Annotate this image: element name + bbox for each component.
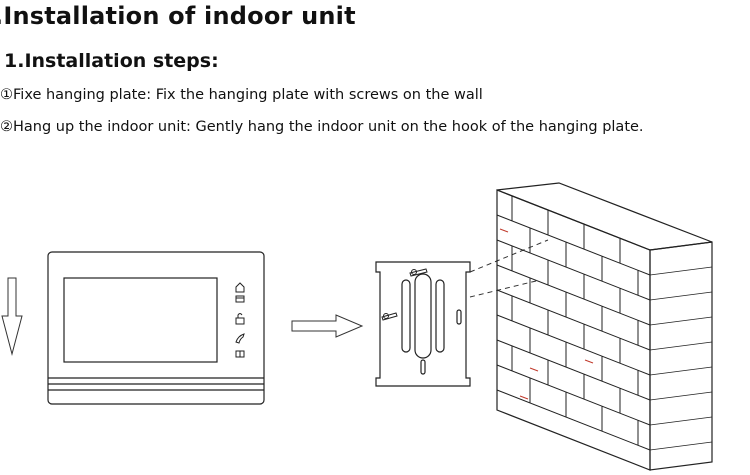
unlock-icon xyxy=(235,313,245,325)
right-arrow xyxy=(291,314,364,338)
plate-slot-left xyxy=(401,279,411,353)
wall-side-face xyxy=(649,241,713,471)
screw-icon xyxy=(409,268,428,277)
down-arrow xyxy=(1,277,23,356)
home-icon xyxy=(235,282,245,293)
indoor-unit xyxy=(47,251,265,405)
monitor-icon xyxy=(235,350,245,358)
brick-wall xyxy=(496,182,713,471)
hanging-plate xyxy=(375,261,471,387)
wall-top-face xyxy=(496,182,713,251)
screw-icon xyxy=(381,312,398,321)
phone-icon xyxy=(235,333,245,344)
wall-front-face xyxy=(496,189,651,471)
guide-lines xyxy=(469,239,549,298)
step-1-text: ①Fixe hanging plate: Fix the hanging pla… xyxy=(0,87,483,103)
message-icon xyxy=(235,295,245,303)
plate-slot-center xyxy=(414,273,432,359)
step-2-text: ②Hang up the indoor unit: Gently hang th… xyxy=(0,119,644,135)
indoor-unit-screen xyxy=(63,277,218,363)
plate-slot-right xyxy=(435,279,445,353)
page-title: .Installation of indoor unit xyxy=(0,2,356,30)
indoor-unit-body xyxy=(47,251,265,405)
section-heading: 1.Installation steps: xyxy=(4,50,219,72)
